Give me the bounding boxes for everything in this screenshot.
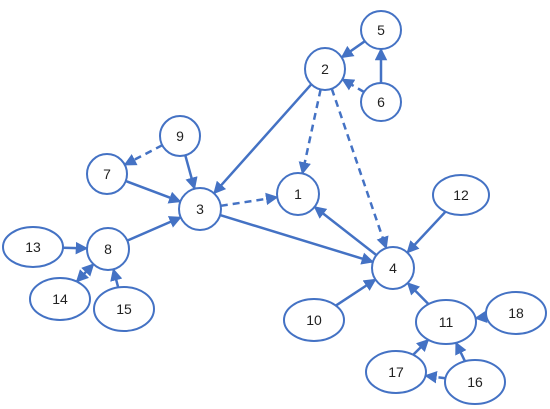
node-label: 10 xyxy=(306,312,322,328)
node-circle xyxy=(93,286,155,332)
node-circle xyxy=(360,82,402,122)
edge-17-to-11 xyxy=(412,338,430,356)
node-9: 9 xyxy=(159,115,201,157)
node-label: 7 xyxy=(103,166,111,182)
node-12: 12 xyxy=(432,174,490,216)
edge-2-to-3 xyxy=(213,83,313,195)
node-circle xyxy=(360,10,402,50)
node-2: 2 xyxy=(304,47,346,91)
edge-12-to-4 xyxy=(406,210,447,254)
node-label: 17 xyxy=(388,364,404,380)
node-8: 8 xyxy=(86,227,130,271)
node-16: 16 xyxy=(444,359,506,405)
node-label: 11 xyxy=(439,314,454,330)
node-label: 18 xyxy=(508,305,524,321)
node-label: 12 xyxy=(453,187,469,203)
node-11: 11 xyxy=(415,299,477,345)
node-label: 14 xyxy=(52,291,68,307)
edge-10-to-4 xyxy=(335,278,377,307)
node-circle xyxy=(444,359,506,405)
node-10: 10 xyxy=(283,298,345,342)
node-label: 2 xyxy=(321,61,329,77)
node-label: 8 xyxy=(104,241,112,257)
node-14: 14 xyxy=(29,277,91,321)
node-6: 6 xyxy=(360,82,402,122)
edge-7-to-3 xyxy=(125,179,182,204)
node-label: 6 xyxy=(377,94,385,110)
node-label: 9 xyxy=(176,128,184,144)
node-7: 7 xyxy=(86,153,128,195)
node-4: 4 xyxy=(371,246,415,290)
node-3: 3 xyxy=(178,187,222,231)
node-5: 5 xyxy=(360,10,402,50)
node-circle xyxy=(283,298,345,342)
node-15: 15 xyxy=(93,286,155,332)
node-circle xyxy=(365,350,427,394)
node-circle xyxy=(2,226,64,268)
node-circle xyxy=(276,172,320,216)
edge-5-to-2 xyxy=(340,40,366,59)
edge-9-to-3 xyxy=(184,154,198,190)
node-circle xyxy=(371,246,415,290)
node-circle xyxy=(86,227,130,271)
edge-18-to-11 xyxy=(474,310,488,323)
node-13: 13 xyxy=(2,226,64,268)
edge-4-to-1 xyxy=(313,205,378,257)
node-circle xyxy=(485,291,547,335)
node-circle xyxy=(304,47,346,91)
node-circle xyxy=(86,153,128,195)
edge-6-to-2 xyxy=(341,78,365,94)
node-circle xyxy=(29,277,91,321)
edge-15-to-8 xyxy=(110,268,123,288)
edge-2-to-1 xyxy=(298,89,322,175)
node-label: 4 xyxy=(389,260,397,276)
node-18: 18 xyxy=(485,291,547,335)
edge-8-to-3 xyxy=(126,216,182,242)
node-label: 5 xyxy=(377,22,385,38)
node-1: 1 xyxy=(276,172,320,216)
node-label: 3 xyxy=(196,201,204,217)
node-label: 1 xyxy=(294,186,302,202)
node-circle xyxy=(159,115,201,157)
node-label: 15 xyxy=(116,301,132,317)
node-circle xyxy=(432,174,490,216)
edge-2-to-4 xyxy=(330,88,389,250)
edge-11-to-4 xyxy=(406,282,430,305)
node-label: 13 xyxy=(25,239,41,255)
node-17: 17 xyxy=(365,350,427,394)
edge-13-to-8 xyxy=(62,241,89,255)
edge-9-to-7 xyxy=(123,144,163,166)
edge-3-to-1 xyxy=(220,192,279,208)
edge-layer xyxy=(62,40,488,384)
node-circle xyxy=(178,187,222,231)
edge-16-to-17 xyxy=(424,370,446,384)
edge-16-to-11 xyxy=(454,341,467,362)
edge-8-to-14 xyxy=(75,263,95,283)
edge-3-to-4 xyxy=(219,213,375,265)
node-label: 16 xyxy=(467,374,483,390)
node-circle xyxy=(415,299,477,345)
